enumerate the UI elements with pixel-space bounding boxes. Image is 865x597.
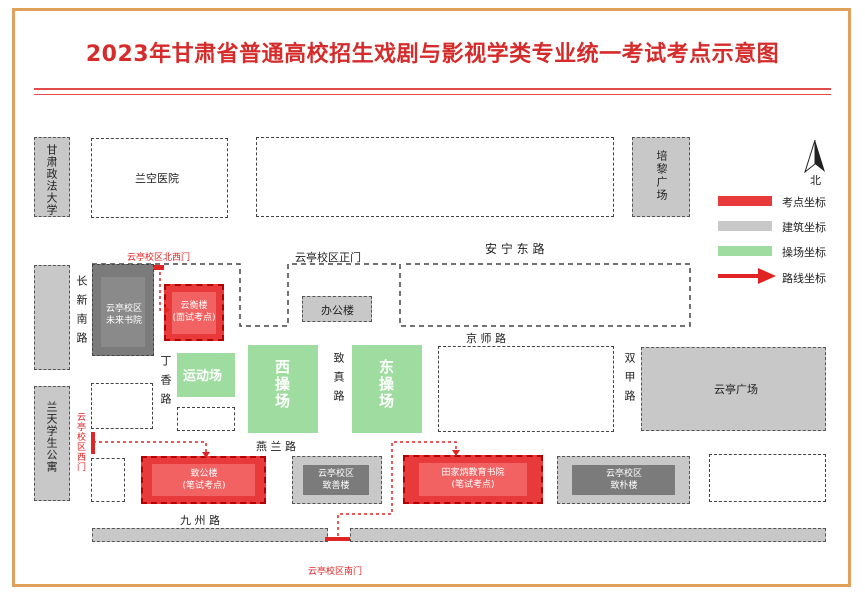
zhishan-inner [303,465,369,495]
building-future-academy: 云亭校区 未来书院 [92,264,154,356]
field-east-label: 东操场 [377,359,395,410]
gate-west-label: 云亭校区西门 [75,412,85,472]
block-top-center [256,137,614,217]
exam-point-zhigong: 致公楼 (笔试考点) [141,456,266,504]
block-bottom-left [91,458,125,502]
exam-point-yunheng: 云衡楼 (面试考点) [164,284,224,341]
legend-exam-point-label: 考点坐标 [782,196,826,209]
title-divider [34,88,831,90]
legend-route-label: 路线坐标 [782,272,826,285]
title-divider-thin [34,94,831,95]
building-peili-square-label: 培黎广场 [655,150,668,202]
gate-south-label: 云亭校区南门 [308,567,363,577]
yunheng-inner [172,292,216,334]
exam-point-tianjiabing: 田家炳教育书院 (笔试考点) [403,455,543,504]
building-zhishan-label: 云亭校区 致善楼 [317,469,354,491]
tianjiabing-inner [419,463,527,496]
building-lankong-hospital: 兰空医院 [91,138,228,218]
building-gansu-politics-label: 甘肃政法大学 [45,144,58,216]
block-below-sports [177,407,235,431]
road-zhizhen-label: 致真路 [332,352,345,409]
exam-point-zhigong-label: 致公楼 (笔试考点) [182,469,226,491]
building-zhishan: 云亭校区 致善楼 [292,456,382,504]
road-jiuzhou-bar-left [92,528,328,542]
building-lantian-apartment: 兰天学生公寓 [34,386,70,501]
field-sports: 运动场 [177,353,235,397]
building-office-label: 办公楼 [321,304,354,317]
building-future-academy-label: 云亭校区 未来书院 [105,304,142,326]
legend-building-swatch [718,221,772,231]
building-gansu-politics: 甘肃政法大学 [34,137,70,217]
road-changxin-label: 长新南路 [75,275,88,351]
building-yunting-square: 云亭广场 [641,347,826,431]
legend-field-swatch [718,246,772,256]
building-yunting-square-label: 云亭广场 [714,383,758,396]
block-left-lower [91,383,153,429]
building-block-left-mid [34,265,70,370]
field-sports-label: 运动场 [183,369,223,384]
zhipu-inner [572,465,675,495]
map-frame [12,8,851,587]
building-office: 办公楼 [302,296,372,322]
road-anning-label: 安 宁 东 路 [485,242,545,256]
legend-exam-point-swatch [718,196,772,206]
block-bottom-right [709,454,826,502]
road-jingshi-label: 京 师 路 [466,332,506,345]
building-zhipu-label: 云亭校区 致朴楼 [605,469,642,491]
gate-main-label: 云亭校区正门 [295,251,361,264]
building-lantian-apartment-label: 兰天学生公寓 [45,401,58,473]
road-shuangjia-label: 双甲路 [623,352,636,409]
road-yanlan-label: 燕 兰 路 [256,440,296,453]
zhigong-inner [152,464,255,496]
future-academy-inner [101,277,145,347]
building-lankong-hospital-label: 兰空医院 [135,172,179,185]
field-east: 东操场 [352,345,422,433]
road-dingxiang-label: 丁香路 [159,355,172,412]
legend-field-label: 操场坐标 [782,246,826,259]
field-west-label: 西操场 [273,359,291,410]
exam-point-tianjiabing-label: 田家炳教育书院 (笔试考点) [441,468,505,490]
exam-point-yunheng-label: 云衡楼 (面试考点) [172,301,216,323]
legend-building-label: 建筑坐标 [782,221,826,234]
block-center-right [438,346,614,432]
building-zhipu: 云亭校区 致朴楼 [557,456,690,504]
compass-label: 北 [810,174,821,187]
building-peili-square: 培黎广场 [632,137,690,217]
road-jiuzhou-bar-right [350,528,826,542]
map-title: 2023年甘肃省普通高校招生戏剧与影视学类专业统一考试考点示意图 [85,42,780,67]
field-west: 西操场 [248,345,318,433]
gate-north-west-label: 云亭校区北西门 [127,253,191,263]
road-jiuzhou-label: 九 州 路 [180,514,220,527]
